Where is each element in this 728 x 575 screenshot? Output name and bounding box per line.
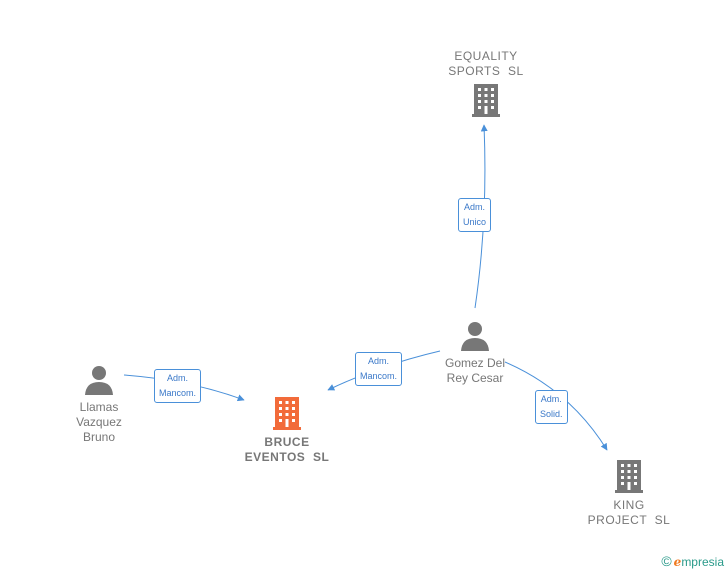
node-bruce-eventos[interactable]: BRUCE EVENTOS SL [236,395,338,465]
copyright-icon: © [661,553,672,569]
brand-e: e [673,555,682,569]
node-llamas-vazquez-bruno[interactable]: Llamas Vazquez Bruno [58,364,140,445]
node-label: Gomez Del Rey Cesar [444,356,506,385]
person-icon [461,322,489,351]
empresia-logo[interactable]: ©empresia [661,553,724,569]
node-label: Llamas Vazquez Bruno [76,400,122,444]
building-icon [273,397,301,430]
edge-label-adm-solid[interactable]: Adm. Solid. [535,390,568,424]
node-equality-sports[interactable]: EQUALITY SPORTS SL [440,49,532,122]
person-icon [85,366,113,395]
node-label: EQUALITY SPORTS SL [448,49,524,78]
building-icon [472,84,500,117]
edge-label-adm-unico[interactable]: Adm. Unico [458,198,492,232]
node-label: BRUCE EVENTOS SL [244,435,330,464]
building-icon [615,460,643,493]
edge-label-adm-mancom-llamas[interactable]: Adm. Mancom. [154,369,202,403]
brand-text: mpresia [681,555,724,569]
node-gomez-del-rey-cesar[interactable]: Gomez Del Rey Cesar [430,320,520,386]
node-king-project[interactable]: KING PROJECT SL [582,458,676,528]
edge-label-adm-mancom-gomez[interactable]: Adm. Mancom. [355,352,403,386]
node-label: KING PROJECT SL [587,498,671,527]
